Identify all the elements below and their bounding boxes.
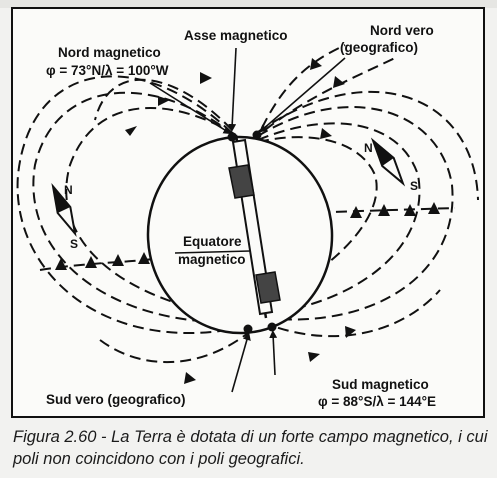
- label-sud-magnetico-coord: φ = 88°S/λ = 144°E: [318, 394, 437, 409]
- bar-magnet-south-block: [255, 271, 281, 304]
- arrow: [184, 372, 196, 384]
- equator-underline: [174, 250, 251, 254]
- arrow: [350, 206, 362, 218]
- arrow: [85, 256, 97, 268]
- compass-right-s: S: [410, 179, 419, 193]
- field-line-right-3: [257, 90, 479, 201]
- label-nord-magnetico: Nord magnetico: [58, 45, 161, 60]
- compass-needle-right: [370, 137, 406, 187]
- field-line-left-2: [32, 91, 253, 324]
- south-true-pole-dot: [243, 324, 253, 334]
- field-line-left-5: [99, 329, 253, 363]
- label-equatore: Equatore: [183, 234, 242, 249]
- label-nord-magnetico-coord: φ = 73°N/λ = 100°W: [46, 63, 169, 78]
- arrow: [308, 352, 320, 362]
- arrow: [378, 204, 390, 216]
- label-nord-vero: Nord vero: [370, 23, 434, 38]
- label-sud-vero: Sud vero (geografico): [46, 392, 186, 407]
- arrow: [112, 254, 124, 266]
- compass-needle-left: [51, 182, 77, 238]
- label-equatore-magnetico: magnetico: [178, 252, 246, 267]
- compass-left-s: S: [70, 237, 79, 251]
- arrow: [55, 258, 67, 270]
- field-line-left-1: [65, 106, 251, 321]
- bar-magnet-north-block: [228, 164, 255, 199]
- figure-caption: Figura 2.60 - La Terra è dotata di un fo…: [13, 428, 488, 468]
- field-line-horiz-1: [267, 207, 456, 215]
- label-nord-vero-geografico: (geografico): [340, 40, 419, 55]
- arrow: [428, 202, 440, 214]
- label-sud-magnetico: Sud magnetico: [332, 377, 429, 392]
- north-magnetic-pole-dot: [227, 132, 237, 142]
- arrow: [345, 326, 356, 338]
- top-strip: [0, 0, 497, 8]
- north-true-pole-dot: [252, 130, 262, 140]
- field-line-topright-2: [261, 44, 346, 129]
- label-asse-magnetico: Asse magnetico: [184, 28, 288, 43]
- field-line-right-1: [257, 122, 421, 316]
- field-line-right-5: [261, 289, 441, 338]
- arrow: [158, 96, 170, 106]
- arrow: [310, 58, 322, 70]
- arrow: [138, 252, 150, 264]
- arrow: [320, 128, 332, 139]
- arrow: [125, 126, 137, 136]
- compass-right-n: N: [364, 141, 373, 155]
- bar-magnet: [228, 134, 281, 319]
- arrow: [200, 72, 212, 84]
- field-line-topright: [264, 57, 396, 131]
- arrow: [404, 204, 416, 216]
- label-leaders: [149, 47, 346, 393]
- compass-left-n: N: [64, 183, 73, 197]
- arrow: [333, 76, 345, 88]
- south-magnetic-pole-dot: [267, 322, 277, 332]
- field-line-right-2: [257, 106, 454, 321]
